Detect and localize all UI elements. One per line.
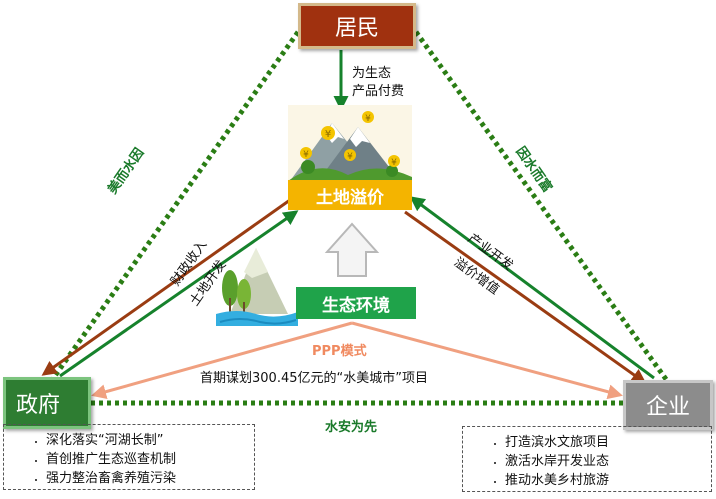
- government-node: 政府: [3, 377, 91, 429]
- industry-development-arrow: [409, 196, 655, 380]
- government-measures-list: 深化落实“河湖长制” 首创推广生态巡查机制 强力整治畜禽养殖污染: [3, 424, 255, 490]
- land-development-arrow: [59, 210, 299, 378]
- ppp-mode-label: PPP模式: [312, 344, 367, 359]
- svg-text:¥: ¥: [303, 150, 309, 160]
- list-item: 激活水岸开发业态: [505, 452, 703, 471]
- list-item: 首创推广生态巡查机制: [46, 450, 246, 469]
- enterprise-node: 企业: [623, 380, 713, 430]
- fiscal-income-arrow: [41, 198, 291, 376]
- svg-text:¥: ¥: [391, 158, 397, 168]
- mountain-money-illustration: ¥ ¥ ¥ ¥ ¥: [288, 105, 412, 181]
- eco-landscape-illustration: [216, 248, 298, 326]
- list-item: 打造滨水文旅项目: [505, 433, 703, 452]
- list-item: 深化落实“河湖长制”: [46, 431, 246, 450]
- svg-text:¥: ¥: [365, 114, 371, 124]
- resident-node: 居民: [298, 3, 416, 49]
- premium-increase-arrow: [404, 210, 647, 384]
- pay-label-line2: 产品付费: [352, 84, 405, 99]
- list-item: 强力整治畜禽养殖污染: [46, 469, 246, 488]
- svg-text:¥: ¥: [347, 152, 353, 162]
- enterprise-measures-list: 打造滨水文旅项目 激活水岸开发业态 推动水美乡村旅游: [462, 426, 712, 492]
- left-dotted-edge: [49, 30, 301, 382]
- land-premium-box: 土地溢价: [288, 180, 412, 210]
- ppp-arrow-left: [91, 321, 353, 399]
- eco-environment-box: 生态环境: [296, 287, 416, 319]
- bottom-side-label: 水安为先: [325, 420, 378, 435]
- svg-text:¥: ¥: [325, 129, 331, 140]
- ppp-project-label: 首期谋划300.45亿元的“水美城市”项目: [200, 371, 428, 386]
- ppp-arrow-right: [351, 321, 623, 400]
- list-item: 推动水美乡村旅游: [505, 471, 703, 490]
- right-dotted-edge: [413, 30, 671, 384]
- up-arrow-icon: [324, 222, 380, 277]
- pay-label-line1: 为生态: [352, 66, 392, 81]
